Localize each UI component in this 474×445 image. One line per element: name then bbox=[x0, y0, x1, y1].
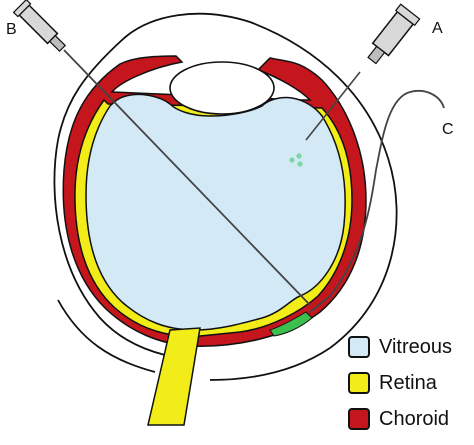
legend-label-retina: Retina bbox=[379, 371, 437, 394]
label-c: C bbox=[442, 121, 454, 138]
needle-a-shaft bbox=[305, 71, 361, 141]
subretinal-lesion bbox=[269, 311, 313, 337]
syringe-a-icon bbox=[367, 3, 421, 65]
legend-label-vitreous: Vitreous bbox=[379, 335, 453, 358]
legend-item-vitreous: Vitreous bbox=[348, 329, 452, 365]
sclera-lower-line bbox=[57, 299, 156, 373]
legend-swatch-vitreous bbox=[348, 336, 370, 358]
optic-nerve bbox=[147, 327, 201, 426]
injection-dot bbox=[296, 153, 302, 159]
injection-dot bbox=[297, 161, 303, 167]
cannula-c bbox=[309, 90, 445, 313]
legend-item-retina: Retina bbox=[348, 365, 452, 401]
lens bbox=[169, 61, 275, 115]
needle-b-shaft bbox=[63, 49, 311, 306]
sclera-right-line bbox=[209, 347, 331, 381]
injection-dot bbox=[289, 157, 295, 163]
legend-swatch-retina bbox=[348, 372, 370, 394]
syringe-b-icon bbox=[12, 0, 67, 53]
legend-swatch-choroid bbox=[348, 408, 370, 430]
label-b: B bbox=[6, 21, 17, 38]
legend: Vitreous Retina Choroid bbox=[348, 329, 452, 437]
legend-label-choroid: Choroid bbox=[379, 407, 450, 430]
label-a: A bbox=[432, 20, 443, 37]
vitreous-body bbox=[85, 93, 346, 331]
legend-item-choroid: Choroid bbox=[348, 401, 452, 437]
